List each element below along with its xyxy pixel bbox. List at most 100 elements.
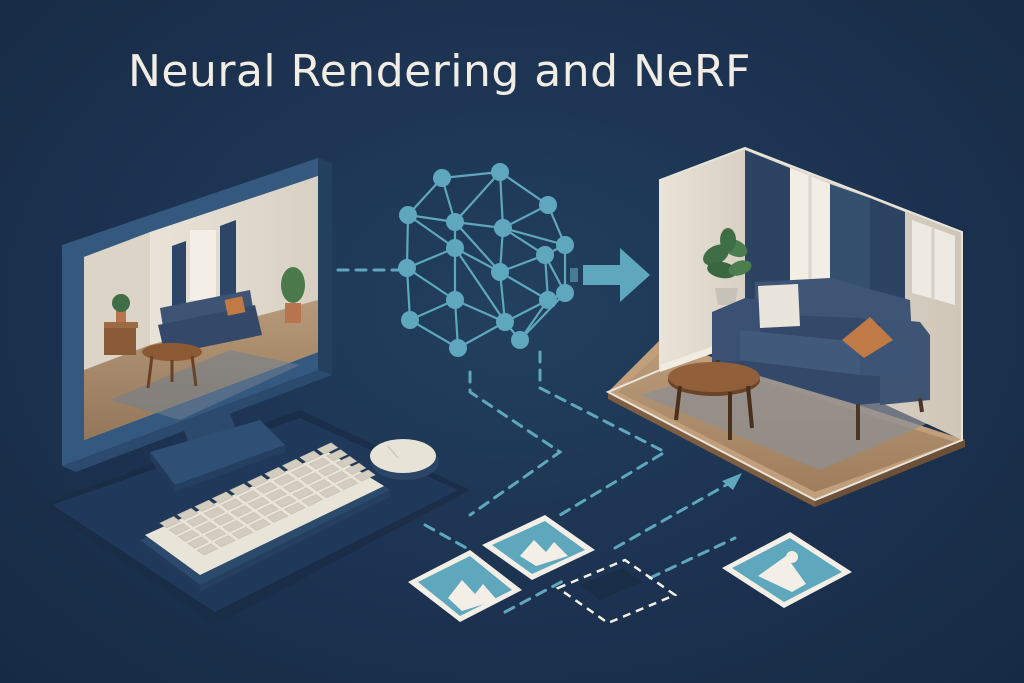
monitor-screen (84, 176, 318, 440)
keyboard-key (284, 502, 306, 515)
keyboard-key (265, 488, 288, 501)
connector-bottom-b (648, 536, 737, 580)
keyboard-key (300, 472, 323, 485)
network-edge (502, 226, 566, 247)
keyboard-key (354, 469, 376, 482)
network-edge (454, 171, 501, 223)
keyboard-key (246, 475, 269, 488)
keyboard-key (264, 467, 286, 480)
connector-arrowhead (722, 473, 742, 490)
keyboard-key (318, 464, 340, 477)
keyboard-key (178, 529, 200, 542)
keyboard-key (204, 528, 227, 541)
keyboard-key (211, 491, 234, 504)
keyboard-key (186, 514, 208, 527)
computer-group (40, 158, 470, 625)
keyboard-key (238, 490, 261, 503)
keyboard-key (222, 520, 244, 533)
network-node (446, 239, 464, 257)
keyboard-key (187, 536, 209, 549)
keyboard-key (273, 473, 296, 486)
keyboard-key (230, 505, 253, 518)
keyboard-key (194, 499, 216, 512)
network-edge (406, 267, 456, 301)
network-node (449, 339, 467, 357)
keyboard-key (266, 510, 289, 523)
keyboard-key (159, 516, 181, 529)
connector-bottom-a (503, 578, 567, 614)
network-node (539, 196, 557, 214)
keyboard-key (168, 523, 191, 536)
keyboard-key (229, 483, 251, 496)
keyboard-key (256, 482, 278, 495)
network-edge (441, 170, 501, 180)
network-edge (454, 298, 506, 324)
network-edge (409, 319, 459, 349)
keyboard-key (308, 457, 331, 470)
keyboard-key (214, 535, 236, 548)
network-node (511, 331, 529, 349)
keyboard-key (335, 456, 358, 469)
network-edge (454, 221, 501, 273)
rendered-3d-room (605, 146, 965, 507)
keyboard-key (274, 495, 297, 508)
keyboard-key (326, 449, 348, 462)
connector-left-a (423, 523, 472, 552)
keyboard-key (196, 543, 219, 556)
keyboard-key (316, 442, 339, 455)
keyboard-icon (140, 442, 390, 592)
keyboard-key (239, 512, 262, 525)
network-node (494, 219, 512, 237)
network-edge (454, 247, 506, 323)
keyboard-key (299, 450, 321, 463)
network-node (496, 313, 514, 331)
network-edge (407, 214, 456, 249)
keyboard-key (195, 521, 218, 534)
sun-icon (786, 551, 798, 563)
network-node (446, 291, 464, 309)
network-node (556, 236, 574, 254)
network-node (491, 163, 509, 181)
keyboard-key (336, 477, 359, 490)
dashed-connectors (336, 268, 737, 614)
network-node (399, 206, 417, 224)
network-node (446, 213, 464, 231)
image-card-placeholder (555, 558, 678, 625)
keyboard-key (257, 503, 279, 516)
keyboard-key (213, 513, 235, 526)
network-edge (499, 171, 549, 206)
diagram-title: Neural Rendering and NeRF (128, 46, 751, 97)
network-node (536, 246, 554, 264)
keyboard-key (203, 506, 226, 519)
neural-network-icon (398, 163, 574, 357)
keyboard-key (292, 487, 314, 500)
keyboard-key (301, 494, 324, 507)
keyboard-key (231, 527, 254, 540)
keyboard-key (291, 465, 313, 478)
keyboard-key (281, 458, 304, 471)
connector-image-scene (613, 478, 737, 550)
network-node (556, 284, 574, 302)
keyboard-key (249, 518, 271, 531)
room-sofa (712, 278, 930, 440)
image-icon (448, 580, 497, 611)
network-node (491, 263, 509, 281)
network-edge (498, 171, 505, 229)
network-edge (519, 292, 566, 341)
keyboard-key (176, 508, 199, 521)
keyboard-key (283, 480, 305, 493)
connector-network-image-b (538, 350, 669, 517)
image-card-3 (722, 532, 852, 608)
network-node (401, 311, 419, 329)
image-card-2 (482, 515, 595, 580)
screen-sofa (158, 290, 262, 355)
keyboard-key (319, 486, 341, 499)
keyboard-key (221, 498, 243, 511)
image-icon (520, 540, 568, 566)
image-card-1 (408, 550, 522, 622)
network-edge (499, 271, 549, 301)
network-node (539, 291, 557, 309)
network-node (398, 259, 416, 277)
